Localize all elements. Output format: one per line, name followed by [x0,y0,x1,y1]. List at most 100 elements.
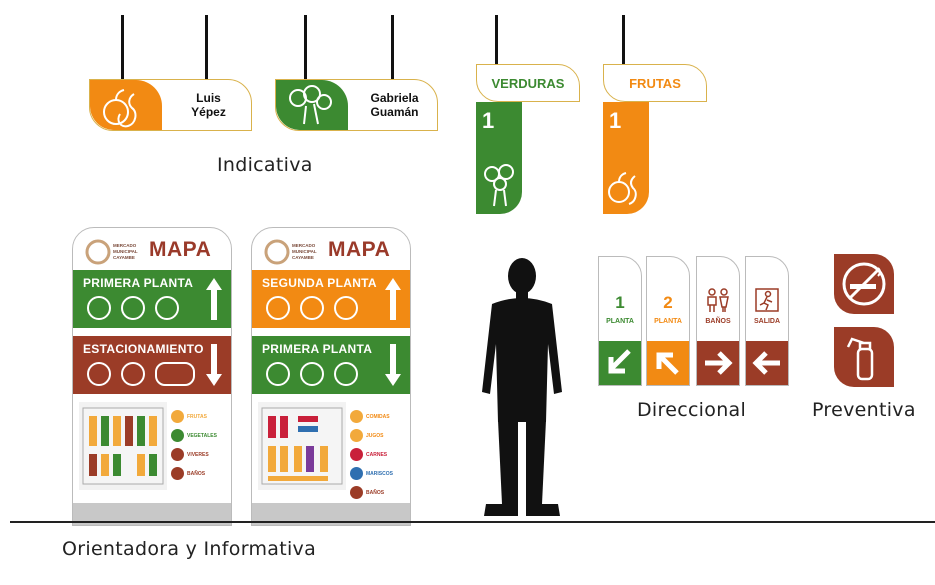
svg-text:MUNICIPAL: MUNICIPAL [292,249,317,254]
market-logo: MERCADO MUNICIPAL CAYAMBE [264,239,317,265]
category-icons [266,296,358,320]
floor-band: PRIMERA PLANTA [252,336,410,394]
stall-owner-name: Gabriela Guamán [370,91,419,119]
map-totem-1: MERCADO MUNICIPAL CAYAMBE MAPA PRIMERA P… [72,227,232,526]
car-icon [155,362,195,386]
fruit-icon [608,172,637,205]
directional-sign-planta-1: 1 PLANTA [598,256,642,386]
hanging-wire [121,15,124,80]
stall-owner-name: Luis Yépez [191,91,226,119]
category-icons [266,362,358,386]
no-smoking-sign [834,254,894,314]
fire-extinguisher-sign [834,327,894,387]
vegetable-icon [484,164,514,207]
hanging-wire [304,15,307,80]
svg-text:MUNICIPAL: MUNICIPAL [113,249,138,254]
map-title: MAPA [328,238,391,261]
map-title: MAPA [149,238,212,261]
vegetable-icon [155,296,179,320]
restroom-icon [707,288,729,312]
floor-band: SEGUNDA PLANTA [252,270,410,328]
hanging-wire [622,15,625,65]
arrow-down-icon [385,344,401,386]
svg-text:MERCADO: MERCADO [292,243,316,248]
fruit-icon [90,80,162,130]
directional-label: PLANTA [654,318,682,325]
basket-icon [87,296,111,320]
legend-item: BAÑOS [187,470,206,477]
floor-line [10,521,935,523]
caption-preventiva: Preventiva [812,399,916,421]
map-legend: FRUTAS VEGETALES VIVERES BAÑOS [171,410,229,486]
floor-label: ESTACIONAMIENTO [83,342,204,356]
arrow-up-left-icon [647,341,689,385]
caption-indicativa: Indicativa [217,154,313,176]
category-title: VERDURAS [476,64,580,102]
floor-label: PRIMERA PLANTA [262,342,373,356]
svg-text:CAYAMBE: CAYAMBE [113,255,135,260]
market-logo: MERCADO MUNICIPAL CAYAMBE [85,239,138,265]
category-number: 1 [482,108,495,133]
totem-base [73,503,231,525]
floor-band: ESTACIONAMIENTO [73,336,231,394]
category-body: 1 [603,102,649,214]
directional-label: SALIDA [753,318,781,325]
category-number: 1 [609,108,622,133]
fruit-icon [121,296,145,320]
legend-item: FRUTAS [187,413,207,420]
directional-label: BAÑOS [705,318,731,325]
person-silhouette-icon [482,258,562,516]
floor-label: PRIMERA PLANTA [83,276,194,290]
category-sign-verduras: VERDURAS 1 [476,64,580,214]
vegetable-icon [276,80,348,130]
legend-item: VEGETALES [187,432,217,439]
category-title: FRUTAS [603,64,707,102]
floor-plan [79,402,167,490]
directional-sign-banos: BAÑOS [696,256,740,386]
svg-text:CAYAMBE: CAYAMBE [292,255,314,260]
basket-icon [266,362,290,386]
caption-direccional: Direccional [637,399,747,421]
arrow-up-icon [206,278,222,320]
caption-orientadora: Orientadora y Informativa [62,538,317,560]
arrow-right-icon [697,341,739,385]
legend-item: COMIDAS [366,413,390,420]
floor-label: SEGUNDA PLANTA [262,276,377,290]
hanging-wire [391,15,394,80]
svg-text:MERCADO: MERCADO [113,243,137,248]
parking-e-icon [121,362,145,386]
directional-sign-salida: SALIDA [745,256,789,386]
floor-number: 2 [663,293,673,312]
map-totem-2: MERCADO MUNICIPAL CAYAMBE MAPA SEGUNDA P… [251,227,411,526]
legend-item: VIVERES [187,451,209,458]
directional-sign-planta-2: 2 PLANTA [646,256,690,386]
floor-number: 1 [615,293,625,312]
hanging-wire [205,15,208,80]
legend-item: JUGOS [366,432,384,439]
legend-item: CARNES [366,451,388,458]
hanging-wire [495,15,498,65]
arrow-left-icon [746,341,788,385]
stall-sign-luis: Luis Yépez [89,79,252,131]
category-icons [87,296,179,320]
map-legend: COMIDAS JUGOS CARNES MARISCOS BAÑOS [350,410,408,505]
juice-icon [334,296,358,320]
legend-item: BAÑOS [366,489,385,496]
vegetable-icon [334,362,358,386]
arrow-up-icon [385,278,401,320]
fire-extinguisher-icon [846,337,874,381]
directional-label: PLANTA [606,318,634,325]
category-sign-frutas: FRUTAS 1 [603,64,707,214]
plate-icon [300,296,324,320]
arrow-down-left-icon [599,341,641,385]
category-body: 1 [476,102,522,214]
parking-icons [87,362,195,386]
shrimp-icon [266,296,290,320]
floor-plan [258,402,346,490]
no-smoking-icon [842,262,886,306]
legend-item: MARISCOS [366,470,393,477]
stall-sign-gabriela: Gabriela Guamán [275,79,438,131]
floor-band: PRIMERA PLANTA [73,270,231,328]
arrow-down-icon [206,344,222,386]
accessible-icon [87,362,111,386]
